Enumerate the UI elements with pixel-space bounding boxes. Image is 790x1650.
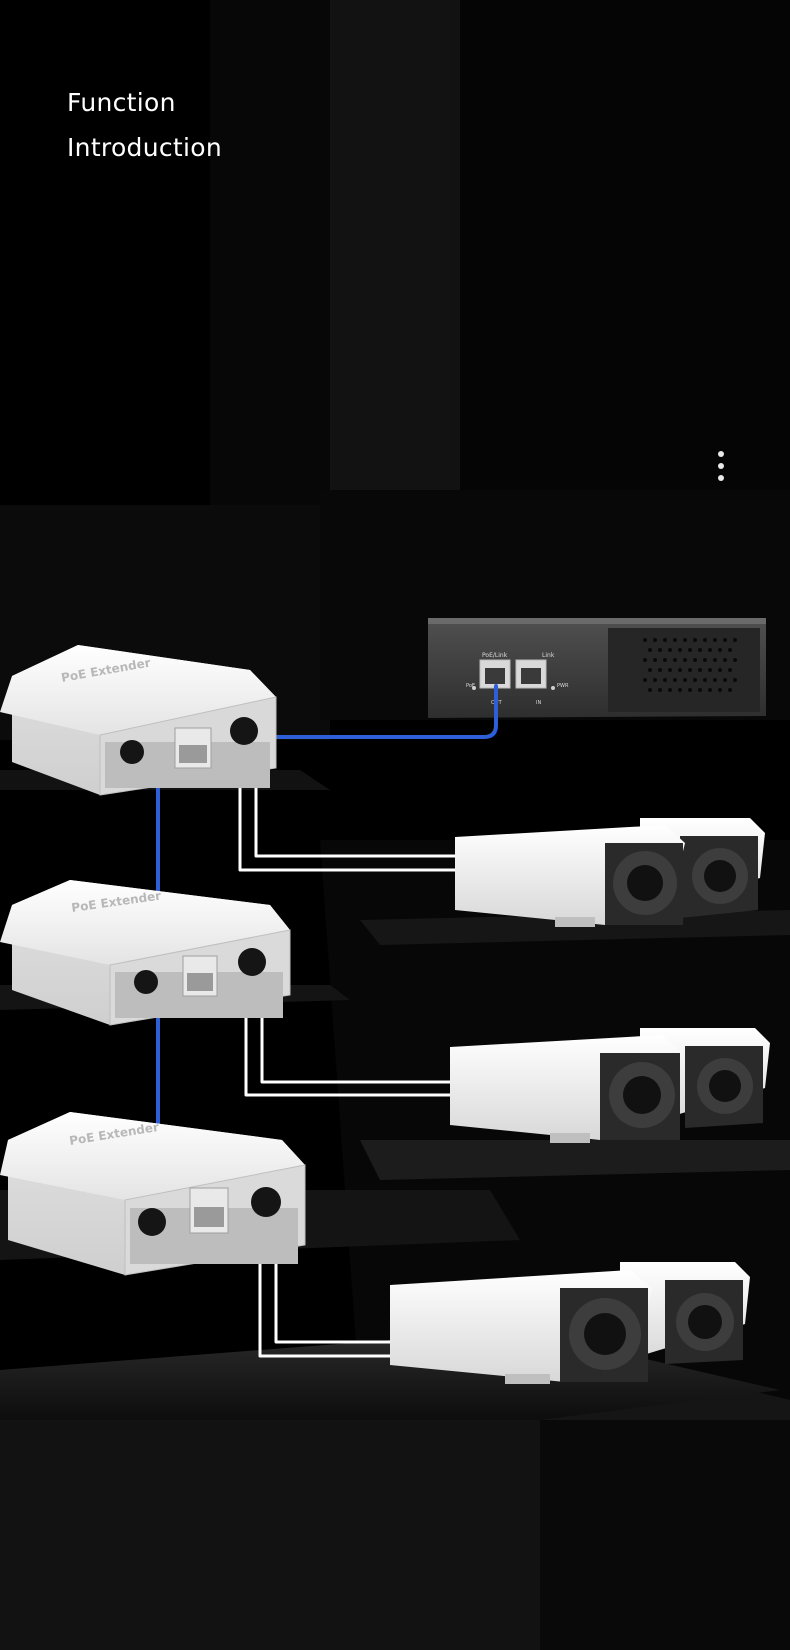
switch-led-left: PoE bbox=[466, 683, 475, 689]
poe-switch-device: PoE/Link Link PoE PWR OUT IN bbox=[428, 618, 766, 718]
switch-port-label-left: PoE/Link bbox=[482, 652, 508, 659]
switch-port-in: IN bbox=[536, 700, 541, 706]
switch-led-right: PWR bbox=[557, 683, 569, 689]
title-line-1: Function bbox=[67, 80, 222, 125]
more-vertical-icon[interactable] bbox=[712, 451, 730, 489]
camera-pair-1 bbox=[455, 818, 765, 927]
title-line-2: Introduction bbox=[67, 125, 222, 170]
switch-port-label-right: Link bbox=[542, 652, 555, 659]
page-title: Function Introduction bbox=[67, 80, 222, 170]
